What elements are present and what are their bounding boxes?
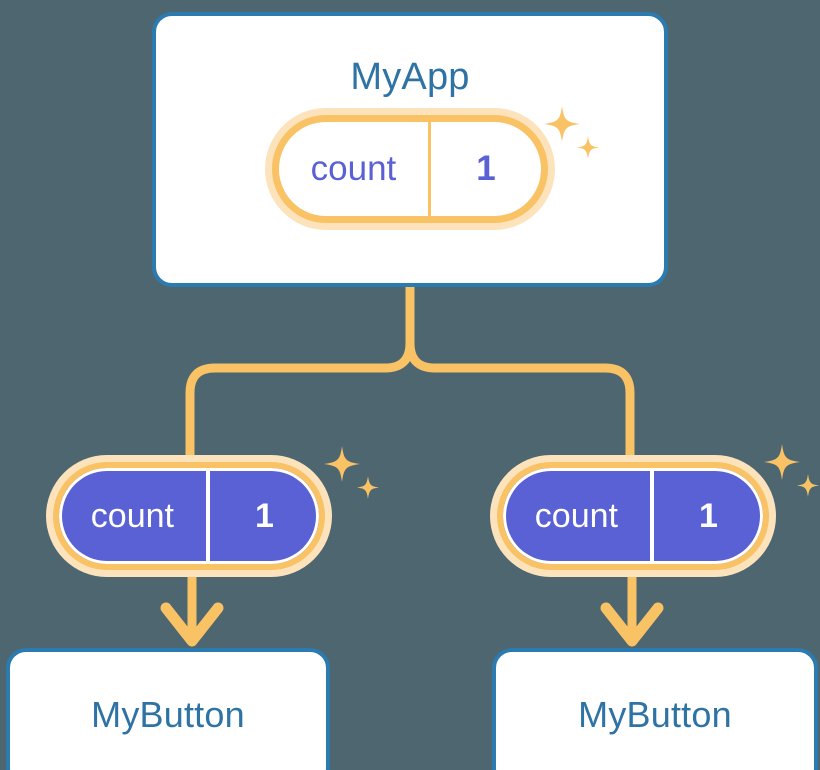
signal-pill-inner: count 1 xyxy=(497,462,769,570)
tree-branch-connector-right-icon xyxy=(405,338,635,465)
signal-pill-inner: count 1 xyxy=(272,115,548,223)
signal-pill-myapp[interactable]: count 1 xyxy=(265,108,555,230)
signal-value-label: 1 xyxy=(476,149,496,188)
sparkle-icon-small xyxy=(797,474,819,497)
down-arrow-icon-right xyxy=(600,573,664,647)
signal-value-label: 1 xyxy=(698,496,718,535)
sparkle-icon-small xyxy=(357,476,379,499)
mybutton-card-left: MyButton xyxy=(6,648,330,770)
signal-pill-inner: count 1 xyxy=(53,462,325,570)
signal-value-label: 1 xyxy=(254,496,274,535)
mybutton-label: MyButton xyxy=(578,694,732,735)
tree-branch-connector-icon xyxy=(185,282,415,465)
signal-name-label: count xyxy=(279,122,431,216)
mybutton-label: MyButton xyxy=(91,694,245,735)
signal-name-label: count xyxy=(503,468,654,564)
sparkle-icon-large xyxy=(764,444,800,480)
mybutton-card-right: MyButton xyxy=(492,648,818,770)
page-title: MyApp xyxy=(350,56,470,98)
down-arrow-icon-left xyxy=(160,573,224,647)
sparkle-icon-large xyxy=(324,446,360,482)
signal-name-label: count xyxy=(59,468,210,564)
signal-pill-left[interactable]: count 1 xyxy=(46,455,332,577)
signal-pill-right[interactable]: count 1 xyxy=(490,455,776,577)
